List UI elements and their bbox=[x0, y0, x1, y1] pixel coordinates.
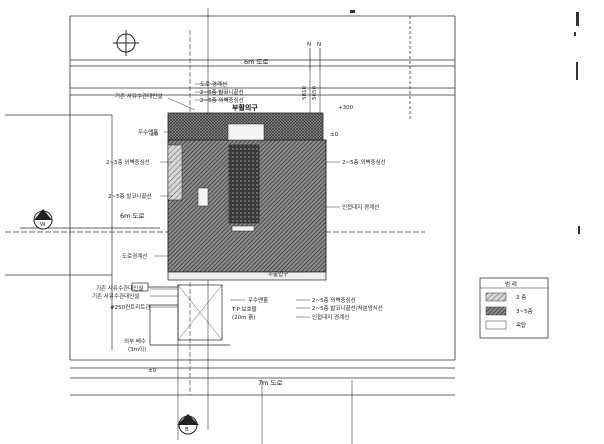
dim-plus300: +300 bbox=[338, 105, 354, 111]
north-road-lines bbox=[70, 59, 455, 96]
north-marks bbox=[309, 48, 321, 70]
north-mark-2: N bbox=[317, 42, 321, 48]
label-left-b: 2~5층 외벽중심선 bbox=[106, 158, 150, 166]
dim-zero-c: ±0 bbox=[148, 368, 157, 374]
section-mark-bottom-text: B bbox=[185, 427, 189, 433]
label-bot-left-e: (3m이) bbox=[128, 345, 146, 353]
label-top-2: 2~5층 발코니끝선 bbox=[200, 88, 244, 96]
section-mark-left-text: W bbox=[40, 222, 46, 228]
building-name: 부활의구 bbox=[232, 103, 258, 112]
label-left-c: 2~5층 발코니끝선 bbox=[108, 192, 152, 200]
legend-swatch-3 bbox=[485, 320, 507, 330]
south-road-label: 7m 도로 bbox=[258, 379, 283, 387]
legend-label-1: 2 층 bbox=[516, 293, 526, 301]
section-mark-left bbox=[33, 209, 53, 230]
label-bot-left-a: 기존 사유수관대인설 bbox=[96, 284, 143, 292]
legend-label-3: 옥탑 bbox=[516, 321, 526, 329]
label-bot-mid-a: 우수맨홀 bbox=[248, 296, 268, 304]
leader-lines bbox=[150, 83, 340, 318]
west-road-label: 6m 도로 bbox=[120, 212, 145, 220]
legend-swatch-2 bbox=[485, 306, 507, 316]
label-entrance: 주출입구 bbox=[268, 270, 288, 278]
label-top-3: 2~5층 외벽중심선 bbox=[200, 96, 244, 104]
north-arrow-circle bbox=[113, 30, 139, 56]
label-top-left-a: 기존 사유수관대인설 bbox=[115, 92, 162, 100]
dim-5810: 5810 bbox=[302, 86, 308, 100]
label-right-a: 2~5층 외벽중심선 bbox=[342, 158, 386, 166]
south-road-lines bbox=[70, 367, 455, 396]
legend-swatch-1 bbox=[485, 292, 507, 302]
label-bot-mid-c: (20m 흙) bbox=[232, 313, 255, 321]
north-road-label: 6m 도로 bbox=[244, 58, 269, 66]
dim-zero-a: ±0 bbox=[150, 132, 159, 138]
entrance-strip bbox=[131, 271, 327, 346]
scan-marks bbox=[350, 10, 580, 234]
label-bot-left-b: 기존 사유수관대인설 bbox=[92, 292, 139, 300]
building-footprint bbox=[167, 112, 327, 273]
label-left-d: 도로경계선 bbox=[122, 252, 147, 260]
legend-label-2: 3~5층 bbox=[516, 307, 533, 315]
label-bot-left-c: #250컨트리트관 bbox=[110, 303, 150, 311]
label-left-a: 우수맨홀 bbox=[138, 128, 158, 136]
label-bot-right-a: 2~5층 외벽중심선 bbox=[312, 296, 356, 304]
drawing-frame bbox=[69, 15, 456, 361]
legend bbox=[479, 277, 549, 339]
label-top-1: 도로 경계선 bbox=[200, 80, 227, 88]
label-bot-mid-b: T.P 보호블 bbox=[231, 306, 257, 313]
label-right-b: 인접대지 경계선 bbox=[342, 203, 379, 211]
label-bot-right-b: 2~5층 발코니끝선/처분방식선 bbox=[312, 304, 383, 312]
section-mark-bottom bbox=[177, 414, 199, 435]
label-bot-left-d: 외부 배수 bbox=[124, 337, 146, 345]
legend-title: 범 례 bbox=[505, 280, 517, 288]
label-bot-right-c: 인접대지 경계선 bbox=[312, 313, 349, 321]
dim-zero-b: ±0 bbox=[330, 132, 339, 138]
dim-5650: 5650 bbox=[312, 86, 318, 100]
north-mark-1: N bbox=[307, 42, 311, 48]
